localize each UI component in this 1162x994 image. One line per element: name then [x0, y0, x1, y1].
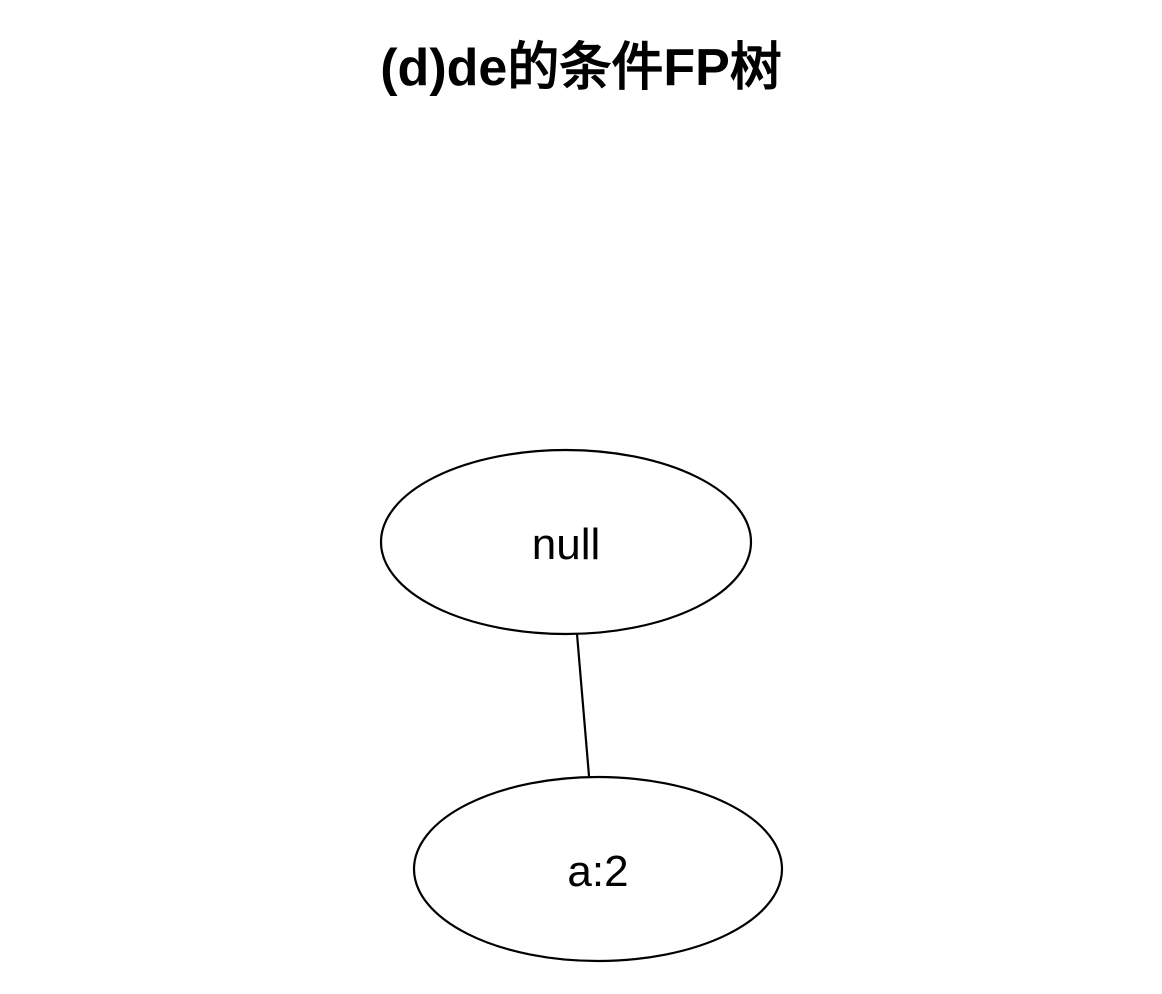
diagram-title: (d)de的条件FP树 — [380, 39, 782, 97]
tree-edge-root-to-a — [575, 633, 591, 777]
node-ellipse-root — [379, 448, 753, 636]
node-label-root: null — [532, 520, 601, 569]
tree-node-root: null — [379, 448, 753, 636]
node-ellipse-a — [412, 775, 784, 963]
node-label-a: a:2 — [567, 847, 628, 896]
tree-node-a: a:2 — [412, 775, 784, 963]
